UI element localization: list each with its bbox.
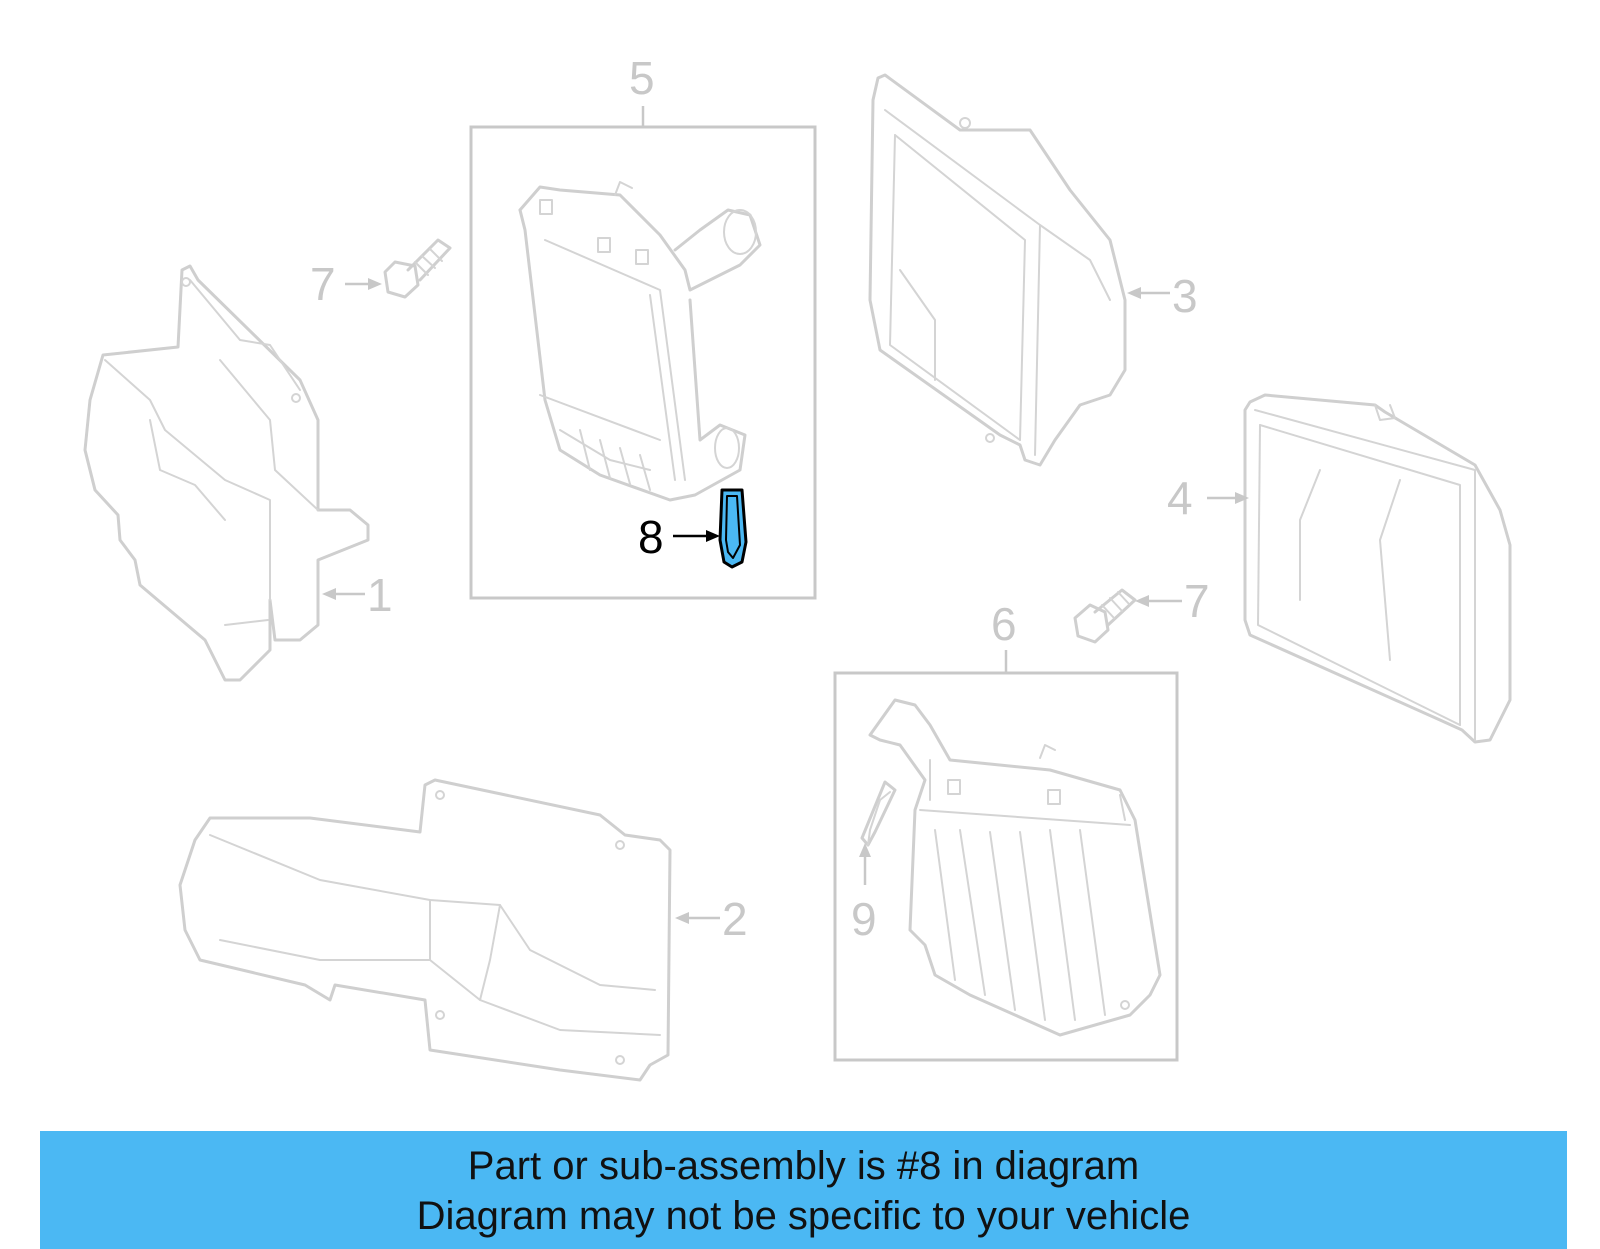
part-7-bolt-upper[interactable]	[383, 238, 452, 299]
callout-8: 8	[638, 511, 664, 563]
banner-part-line: Part or sub-assembly is #8 in diagram	[467, 1144, 1140, 1188]
part-4-right-shroud[interactable]	[1243, 393, 1512, 744]
callout-7-upper: 7	[310, 258, 336, 310]
part-6-intercooler[interactable]	[868, 698, 1162, 1037]
callout-1: 1	[367, 569, 393, 621]
callout-5: 5	[629, 52, 655, 104]
callout-6: 6	[991, 598, 1017, 650]
callout-9-arrow	[859, 843, 871, 885]
callout-3: 3	[1172, 270, 1198, 322]
part-9-bracket[interactable]	[860, 780, 897, 847]
part-3-upper-shroud[interactable]	[868, 73, 1127, 467]
part-1-air-duct[interactable]	[83, 264, 370, 682]
callout-9: 9	[851, 893, 877, 945]
callout-2: 2	[722, 893, 748, 945]
part-2-lower-duct[interactable]	[178, 778, 672, 1082]
part-8-clip-highlighted[interactable]	[718, 488, 748, 569]
info-banner: Part or sub-assembly is #8 in diagram Di…	[40, 1131, 1567, 1249]
part-5-intercooler[interactable]	[518, 181, 762, 502]
banner-disclaimer-line: Diagram may not be specific to your vehi…	[416, 1194, 1191, 1238]
callout-7-lower: 7	[1184, 575, 1210, 627]
part-7-bolt-lower[interactable]	[1073, 588, 1137, 644]
callout-4: 4	[1167, 472, 1193, 524]
callout-arrows	[322, 278, 1249, 924]
callout-8-arrow	[673, 530, 720, 542]
